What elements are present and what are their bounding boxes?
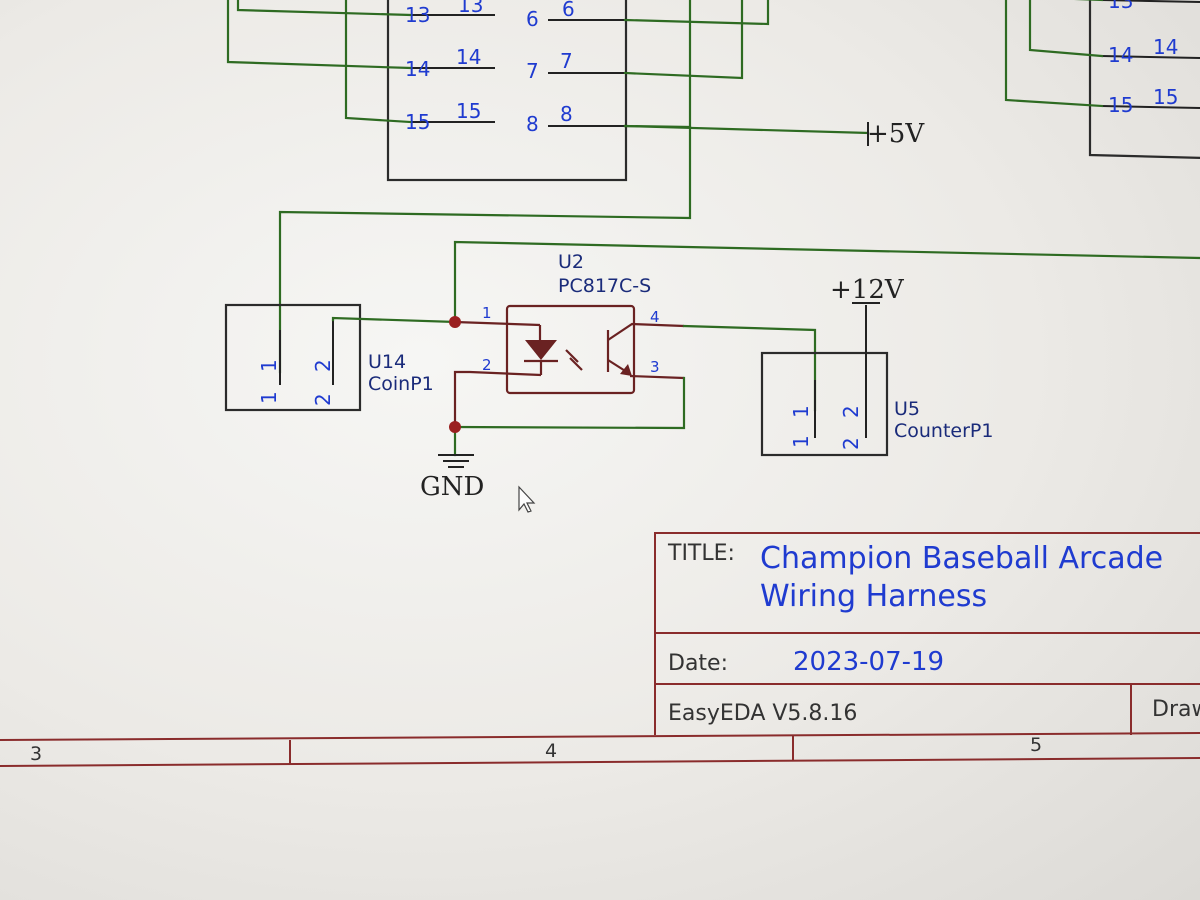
- top-wires: [226, 0, 870, 374]
- transistor-collector: [607, 322, 685, 341]
- u2-body: [505, 304, 636, 395]
- zone-border: 3 4 5: [0, 732, 1200, 767]
- wire-gnd[interactable]: [453, 376, 686, 430]
- u2-pin1-lead: [454, 320, 541, 327]
- pin-number: 2: [311, 359, 335, 372]
- pin-label: 6: [562, 0, 575, 21]
- emitter-arrow-icon: [620, 364, 632, 376]
- software-label: EasyEDA V5.8.16: [668, 701, 857, 726]
- zone-border-line: [0, 732, 1200, 741]
- zone-label: 4: [545, 740, 557, 762]
- right-conn-pin-13: [1101, 0, 1200, 3]
- top-connector-body: [386, 0, 628, 182]
- wire[interactable]: [236, 0, 412, 17]
- title-line-2: Wiring Harness: [760, 579, 987, 614]
- title-label: TITLE:: [667, 541, 735, 566]
- u5-ref: U5: [894, 398, 920, 420]
- wire[interactable]: [1028, 0, 1104, 58]
- wire[interactable]: [623, 0, 770, 26]
- drawn-label: Draw: [1152, 697, 1200, 722]
- u5-counter-connector[interactable]: 1 1 2 2 U5 CounterP1: [760, 305, 993, 457]
- right-connector[interactable]: 13 14 14 15 15: [1000, 0, 1200, 159]
- pin-number: 14: [1108, 43, 1133, 67]
- wire[interactable]: [226, 0, 412, 70]
- right-conn-pin-14: [1101, 55, 1200, 59]
- date-value: 2023-07-19: [793, 647, 944, 677]
- pin-number: 6: [526, 7, 539, 31]
- title-line-1: Champion Baseball Arcade: [760, 541, 1163, 576]
- light-arrow-icon: [565, 349, 579, 363]
- title-block-frame: [654, 532, 1200, 735]
- wire[interactable]: [1004, 0, 1104, 108]
- pin-label: 13: [458, 0, 483, 17]
- top-connector[interactable]: 13 13 14 14 15 15 6 6 7 7 8 8: [386, 0, 628, 182]
- u2-value: PC817C-S: [558, 275, 651, 297]
- power-12v-label: +12V: [830, 275, 905, 305]
- junction-dot: [449, 316, 461, 328]
- pin-number: 1: [789, 405, 813, 418]
- zone-label: 3: [30, 743, 42, 765]
- pin-label: 8: [560, 102, 573, 126]
- led-diode-icon: [525, 340, 557, 360]
- pin-number: 1: [789, 435, 813, 448]
- cursor-arrow-icon: [518, 485, 536, 513]
- pin-number: 2: [839, 437, 863, 450]
- zone-label: 5: [1030, 734, 1042, 756]
- u14-value: CoinP1: [368, 373, 434, 395]
- pin-number: 8: [526, 112, 539, 136]
- pin-number: 2: [839, 405, 863, 418]
- u14-ref: U14: [368, 351, 406, 373]
- ground-symbol[interactable]: GND: [420, 454, 484, 502]
- u2-optocoupler[interactable]: U2 PC817C-S 1 2 3 4: [453, 251, 685, 427]
- pin-label: 15: [1153, 85, 1178, 109]
- wire[interactable]: [623, 0, 744, 80]
- pin-label: 7: [560, 49, 573, 73]
- date-label: Date:: [668, 651, 728, 676]
- u5-value: CounterP1: [894, 420, 993, 442]
- u2-pin2-lead: [453, 370, 542, 427]
- wire-to-right[interactable]: [453, 240, 1200, 324]
- pin-number: 3: [650, 358, 660, 376]
- pin-number: 1: [257, 391, 281, 404]
- u14-body: [224, 303, 362, 412]
- pin-number: 2: [311, 393, 335, 406]
- pin-number: 1: [257, 359, 281, 372]
- pin-number: 13: [1108, 0, 1133, 13]
- pin-label: 14: [1153, 35, 1178, 59]
- pin-number: 1: [482, 304, 492, 322]
- pin-number: 2: [482, 356, 492, 374]
- wire[interactable]: [682, 324, 817, 412]
- u5-body: [760, 351, 889, 457]
- power-5v-symbol[interactable]: +5V: [867, 119, 925, 149]
- zone-border-line: [0, 757, 1200, 767]
- u2-pin3-lead: [629, 374, 685, 380]
- light-arrow-icon: [569, 357, 583, 371]
- pin-number: 7: [526, 59, 539, 83]
- junction-dot: [449, 421, 461, 433]
- right-conn-pin-15: [1101, 105, 1200, 109]
- wire[interactable]: [623, 0, 692, 129]
- power-12v-symbol[interactable]: +12V: [830, 275, 905, 305]
- wire[interactable]: [331, 316, 457, 324]
- wire[interactable]: [344, 0, 412, 124]
- wire-5v[interactable]: [623, 124, 870, 135]
- gnd-label: GND: [420, 472, 484, 502]
- pin-label: 15: [456, 99, 481, 123]
- pin-number: 15: [1108, 93, 1133, 117]
- title-block[interactable]: TITLE: Champion Baseball Arcade Wiring H…: [654, 532, 1200, 735]
- wire[interactable]: [278, 125, 692, 374]
- pin-label: 14: [456, 45, 481, 69]
- power-5v-label: +5V: [867, 119, 925, 149]
- pin-number: 4: [650, 308, 660, 326]
- u14-coin-connector[interactable]: 1 1 2 2 U14 CoinP1: [224, 303, 434, 412]
- right-connector-body: [1088, 0, 1200, 159]
- u2-ref: U2: [558, 251, 584, 273]
